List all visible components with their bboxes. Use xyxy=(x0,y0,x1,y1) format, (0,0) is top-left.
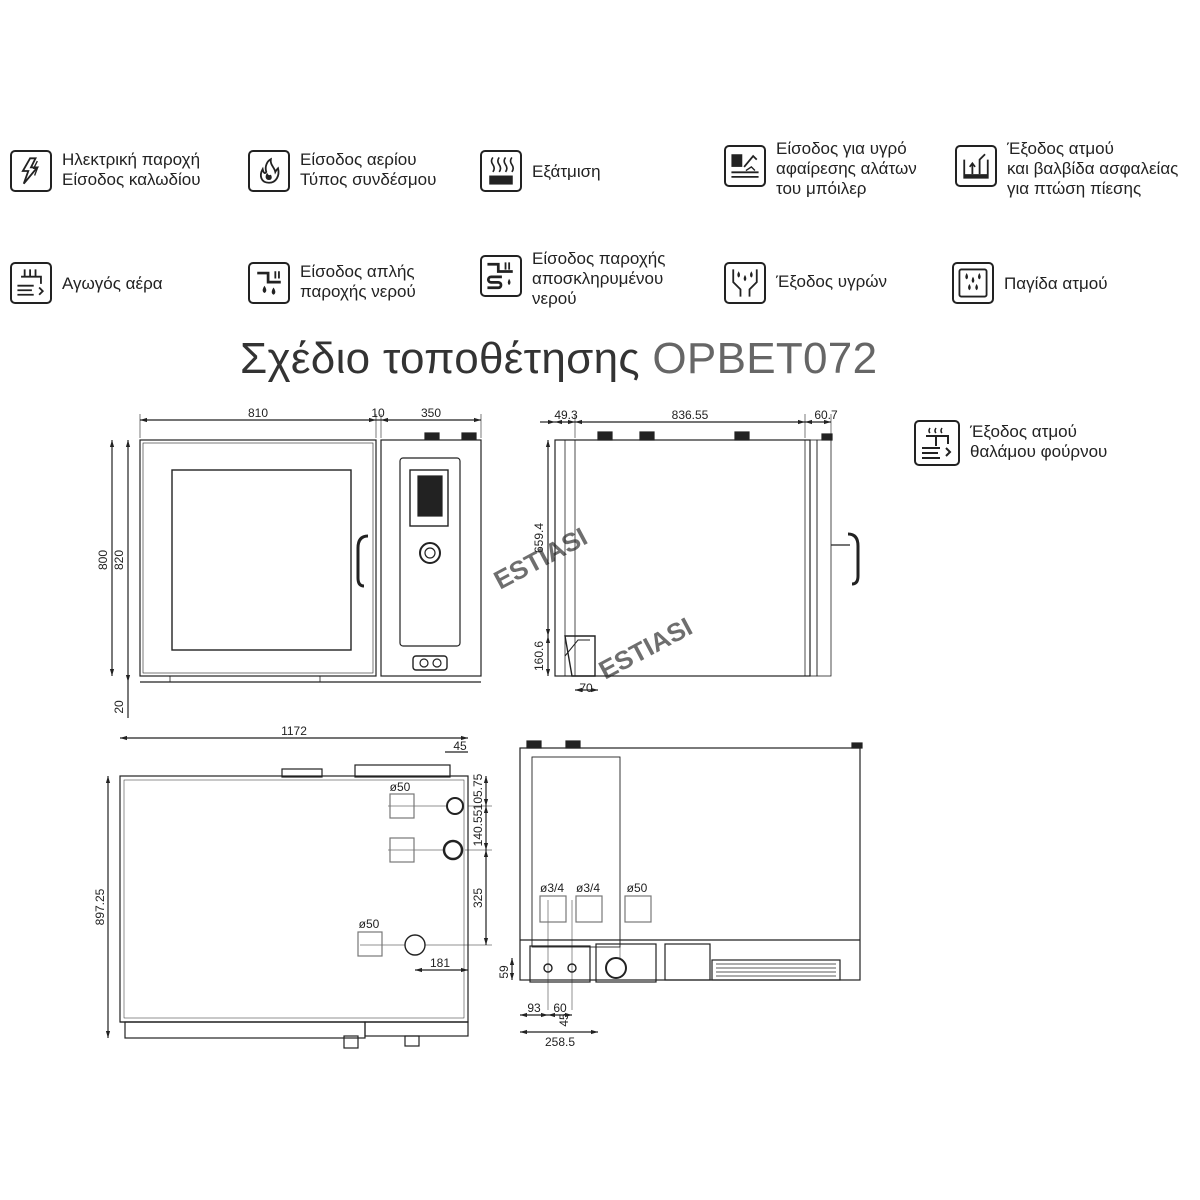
dim-top-d3: 325 xyxy=(471,888,485,908)
top-view xyxy=(105,735,492,1049)
legend-soft-water-line1: Είσοδος παροχής xyxy=(532,249,666,268)
side-view xyxy=(540,414,860,693)
watermark-2: ESTIASI xyxy=(594,611,697,685)
dim-side-depth: 836.55 xyxy=(672,408,709,422)
water-inlet-icon xyxy=(248,262,290,304)
dim-top-dia1: ø50 xyxy=(390,780,411,794)
legend-water-line2: παροχής νερού xyxy=(300,282,416,301)
steam-safety-valve-icon xyxy=(955,145,997,187)
chamber-steam-outlet-icon xyxy=(914,420,960,466)
dim-top-dia2: ø50 xyxy=(359,917,380,931)
legend-drain-line1: Έξοδος υγρών xyxy=(776,272,888,291)
dim-front-width-panel: 350 xyxy=(421,406,441,420)
legend-trap-line1: Παγίδα ατμού xyxy=(1004,274,1108,293)
dim-side-duct: 70 xyxy=(579,681,593,695)
steam-trap-icon xyxy=(952,262,994,304)
legend-descaling-line3: του μπόιλερ xyxy=(776,179,867,198)
dim-rear-h: 59 xyxy=(497,965,511,979)
dim-front-gap: 10 xyxy=(371,406,385,420)
dim-top-depth: 897.25 xyxy=(93,888,107,925)
legend-chamber-steam-line2: θαλάμου φούρνου xyxy=(970,442,1108,461)
dim-rear-a: 93 xyxy=(527,1001,541,1015)
dim-rear-dia3: ø50 xyxy=(627,881,648,895)
legend-steam-valve-line3: για πτώση πίεσης xyxy=(1007,179,1142,198)
page-title: Σχέδιο τοποθέτησης OPBET072 xyxy=(240,334,877,384)
legend-gas-line1: Είσοδος αερίου xyxy=(300,150,417,169)
dim-front-height-total: 820 xyxy=(112,550,126,570)
title-main: Σχέδιο τοποθέτησης xyxy=(240,334,640,383)
air-duct-icon xyxy=(10,262,52,304)
legend-vapor: Εξάτμιση xyxy=(480,150,601,192)
dim-side-lower: 160.6 xyxy=(532,641,546,671)
rear-view xyxy=(509,740,863,1035)
legend-electric-line2: Είσοδος καλωδίου xyxy=(62,170,201,189)
front-view xyxy=(109,414,482,718)
dim-top-width: 1172 xyxy=(281,724,307,738)
legend-steam-valve-line2: και βαλβίδα ασφαλείας xyxy=(1007,159,1179,178)
softened-water-inlet-icon xyxy=(480,255,522,297)
dim-side-upper: 659.4 xyxy=(532,523,546,553)
legend-chamber-steam-line1: Έξοδος ατμού xyxy=(970,422,1077,441)
descaling-inlet-icon xyxy=(724,145,766,187)
legend-drain: Έξοδος υγρών xyxy=(724,262,887,304)
electric-supply-icon xyxy=(10,150,52,192)
legend-gas-line2: Τύπος συνδέσμου xyxy=(300,170,437,189)
dim-rear-dia1: ø3/4 xyxy=(540,881,564,895)
legend-air: Αγωγός αέρα xyxy=(10,262,163,304)
dim-side-rear: 49.3 xyxy=(554,408,578,422)
gas-inlet-icon xyxy=(248,150,290,192)
dim-rear-total: 258.5 xyxy=(545,1035,575,1049)
legend-air-line1: Αγωγός αέρα xyxy=(62,274,163,293)
dim-rear-dia2: ø3/4 xyxy=(576,881,600,895)
legend-soft-water-line3: νερού xyxy=(532,289,577,308)
dim-rear-b: 60 xyxy=(553,1001,567,1015)
dim-front-width-door: 810 xyxy=(248,406,268,420)
dim-front-height-body: 800 xyxy=(96,550,110,570)
legend-electric-line1: Ηλεκτρική παροχή xyxy=(62,150,201,169)
legend-descaling-line2: αφαίρεσης αλάτων xyxy=(776,159,917,178)
vapor-exhaust-icon xyxy=(480,150,522,192)
dim-rear-c: 45 xyxy=(557,1013,571,1027)
dim-top-d4: 181 xyxy=(430,956,450,970)
legend-soft-water-line2: αποσκληρυμένου xyxy=(532,269,664,288)
legend-steam-valve-line1: Έξοδος ατμού xyxy=(1007,139,1114,158)
legend-water-line1: Είσοδος απλής xyxy=(300,262,415,281)
legend-vapor-line1: Εξάτμιση xyxy=(532,162,601,181)
dim-side-front: 60.7 xyxy=(814,408,838,422)
dim-top-d2: 140.55 xyxy=(471,809,485,846)
drain-icon xyxy=(724,262,766,304)
dim-front-feet: 20 xyxy=(112,700,126,714)
legend-trap: Παγίδα ατμού xyxy=(952,262,1108,304)
legend-descaling-line1: Είσοδος για υγρό xyxy=(776,139,907,158)
dim-top-d1: 105.75 xyxy=(471,773,485,810)
dim-top-edge: 45 xyxy=(453,739,467,753)
title-model: OPBET072 xyxy=(652,334,878,383)
